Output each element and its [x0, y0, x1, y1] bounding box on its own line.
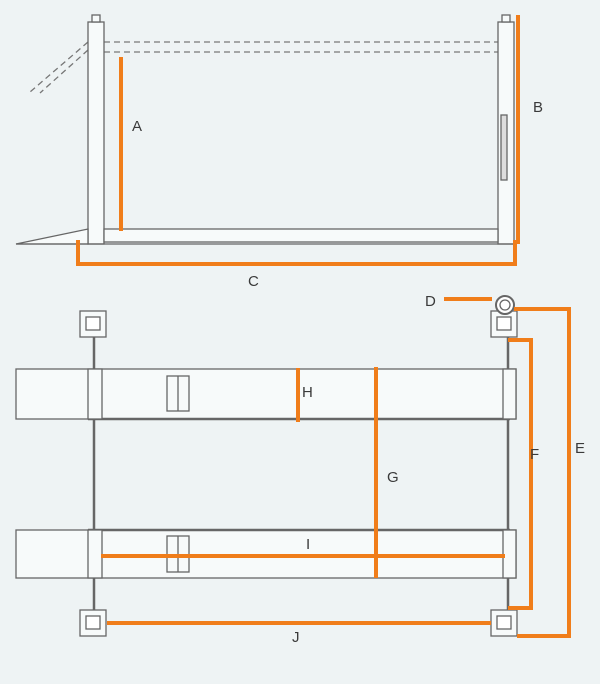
label-g: G	[387, 469, 399, 486]
label-a: A	[132, 118, 142, 135]
dimension-e-line	[514, 307, 571, 638]
label-f: F	[530, 446, 539, 463]
dimension-c-line	[76, 240, 517, 266]
post-base-top-right	[490, 295, 518, 338]
label-d: D	[425, 293, 436, 310]
label-i: I	[306, 536, 310, 553]
top-dimensions	[101, 297, 571, 638]
label-e: E	[575, 440, 585, 457]
side-view	[15, 14, 515, 245]
post-base-bottom-right	[490, 609, 518, 637]
lower-runway-left-bracket	[87, 529, 103, 579]
dimension-f-line	[508, 338, 533, 610]
raised-platform-dashed	[104, 41, 500, 53]
label-h: H	[302, 384, 313, 401]
right-post-cap	[501, 14, 511, 23]
raised-ramp-dashed	[29, 41, 89, 94]
upper-runway-left-bracket	[87, 368, 103, 420]
label-c: C	[248, 273, 259, 290]
lowered-platform	[103, 228, 499, 243]
post-base-top-left	[79, 310, 107, 338]
left-post-cap	[91, 14, 101, 23]
side-dimensions	[76, 15, 520, 266]
label-b: B	[533, 99, 543, 116]
right-post-detail	[500, 114, 508, 181]
post-base-bottom-left	[79, 609, 107, 637]
top-view	[15, 295, 518, 637]
upper-runway-right-bracket	[502, 368, 517, 420]
label-j: J	[292, 629, 300, 646]
left-post	[87, 21, 105, 245]
